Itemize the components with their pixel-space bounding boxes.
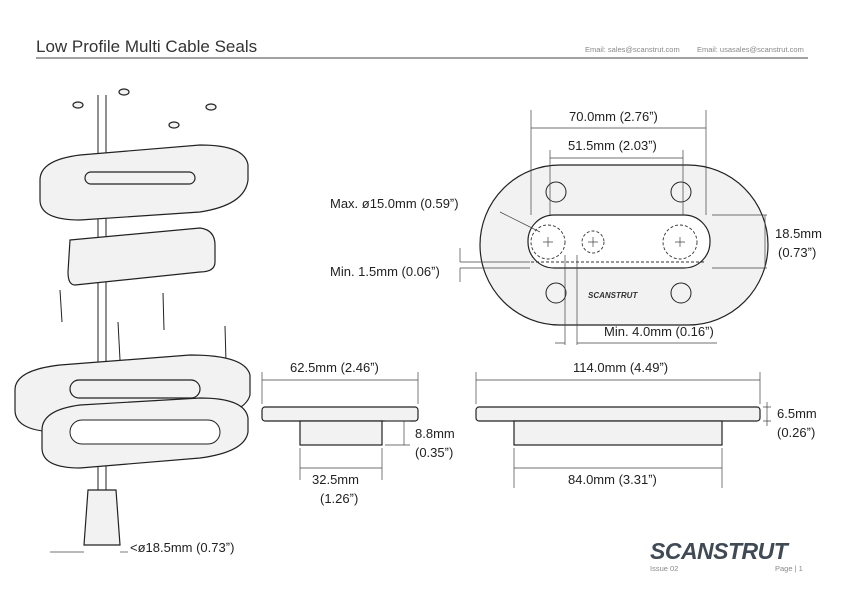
page-title: Low Profile Multi Cable Seals: [36, 37, 257, 56]
issue-number: Issue 02: [650, 564, 678, 573]
dim-max-diameter: Max. ø15.0mm (0.59ˮ): [330, 196, 459, 211]
cable-diameter-label: <ø18.5mm (0.73ˮ): [130, 540, 234, 555]
side-view-long: 114.0mm (4.49ˮ) 84.0mm (3.31ˮ) 6.5mm (0.…: [475, 360, 817, 488]
plate-logo: SCANSTRUT: [588, 291, 638, 300]
dim-short-overall: 62.5mm (2.46ˮ): [290, 360, 379, 375]
dim-long-height-in: (0.26ˮ): [777, 425, 815, 440]
cable-connector: [83, 489, 121, 546]
dim-slot-height-in: (0.73ˮ): [778, 245, 816, 260]
seal-block: [67, 227, 216, 286]
dim-short-base-in: (1.26ˮ): [320, 491, 358, 506]
dim-short-depth-mm: 8.8mm: [415, 426, 455, 441]
dim-long-height-mm: 6.5mm: [777, 406, 817, 421]
side-view-short: 62.5mm (2.46ˮ) 8.8mm (0.35ˮ) 32.5mm (1.2…: [261, 360, 455, 506]
dim-outer-width: 70.0mm (2.76ˮ): [569, 109, 658, 124]
page-number: Page | 1: [775, 564, 803, 573]
email-sales[interactable]: Email: sales@scanstrut.com: [585, 45, 680, 54]
dim-long-overall: 114.0mm (4.49ˮ): [573, 360, 668, 375]
screw-head-icon: [545, 181, 692, 304]
dim-inner-width: 51.5mm (2.03ˮ): [568, 138, 657, 153]
brand-logo: SCANSTRUT: [650, 538, 790, 564]
dim-min-edge: Min. 1.5mm (0.06ˮ): [330, 264, 440, 279]
dim-short-depth-in: (0.35ˮ): [415, 445, 453, 460]
dim-min-spacing: Min. 4.0mm (0.16ˮ): [604, 324, 714, 339]
screw-icon: [72, 88, 217, 129]
dim-short-base-mm: 32.5mm: [312, 472, 359, 487]
screw-icon: [59, 289, 227, 363]
exploded-view: <ø18.5mm (0.73ˮ): [14, 88, 251, 555]
dim-long-base: 84.0mm (3.31ˮ): [568, 472, 657, 487]
top-view: SCANSTRUT 70.0mm (2.76ˮ) 51.5mm (2.03ˮ) …: [330, 109, 822, 345]
email-usa-sales[interactable]: Email: usasales@scanstrut.com: [697, 45, 804, 54]
dim-slot-height-mm: 18.5mm: [775, 226, 822, 241]
